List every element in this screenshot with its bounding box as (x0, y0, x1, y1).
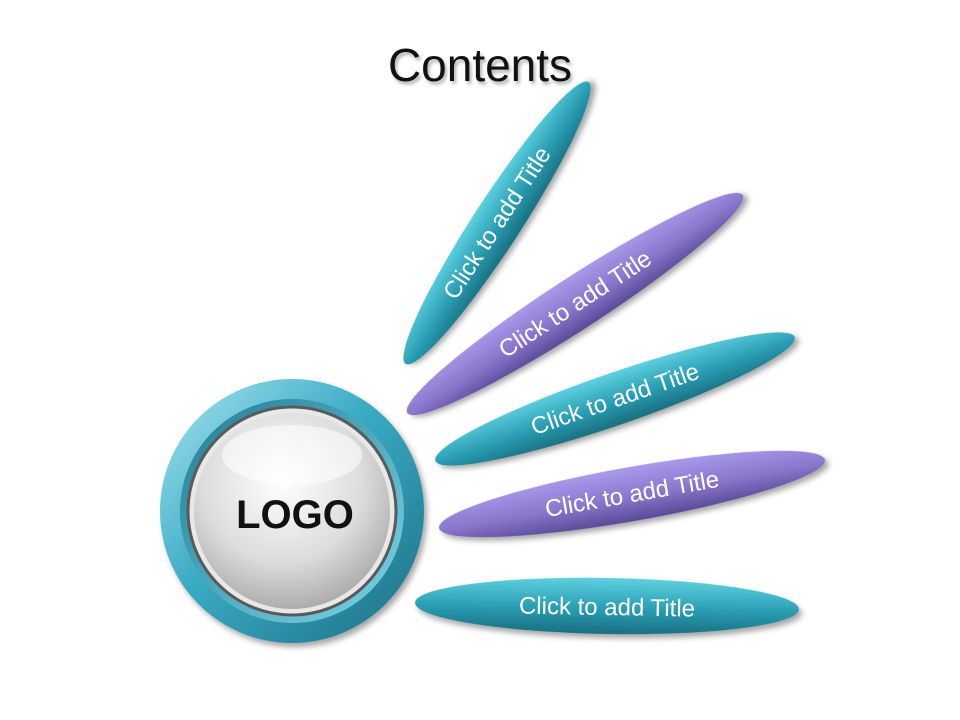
item-3-shape (435, 332, 795, 466)
item-4-shape (438, 450, 826, 538)
item-2-shape (406, 192, 744, 416)
logo-label: LOGO (236, 493, 354, 537)
item-5-label: Click to add Title (519, 592, 696, 622)
item-2-label: Click to add Title (494, 245, 656, 364)
logo-gloss (222, 425, 362, 485)
logo-button[interactable]: LOGO (160, 379, 424, 643)
item-1-label: Click to add Title (438, 142, 557, 304)
item-5[interactable]: Click to add Title (415, 575, 800, 638)
item-5-shape (415, 577, 799, 635)
item-1-shape (403, 81, 591, 365)
slide-title[interactable]: Contents (387, 39, 573, 91)
